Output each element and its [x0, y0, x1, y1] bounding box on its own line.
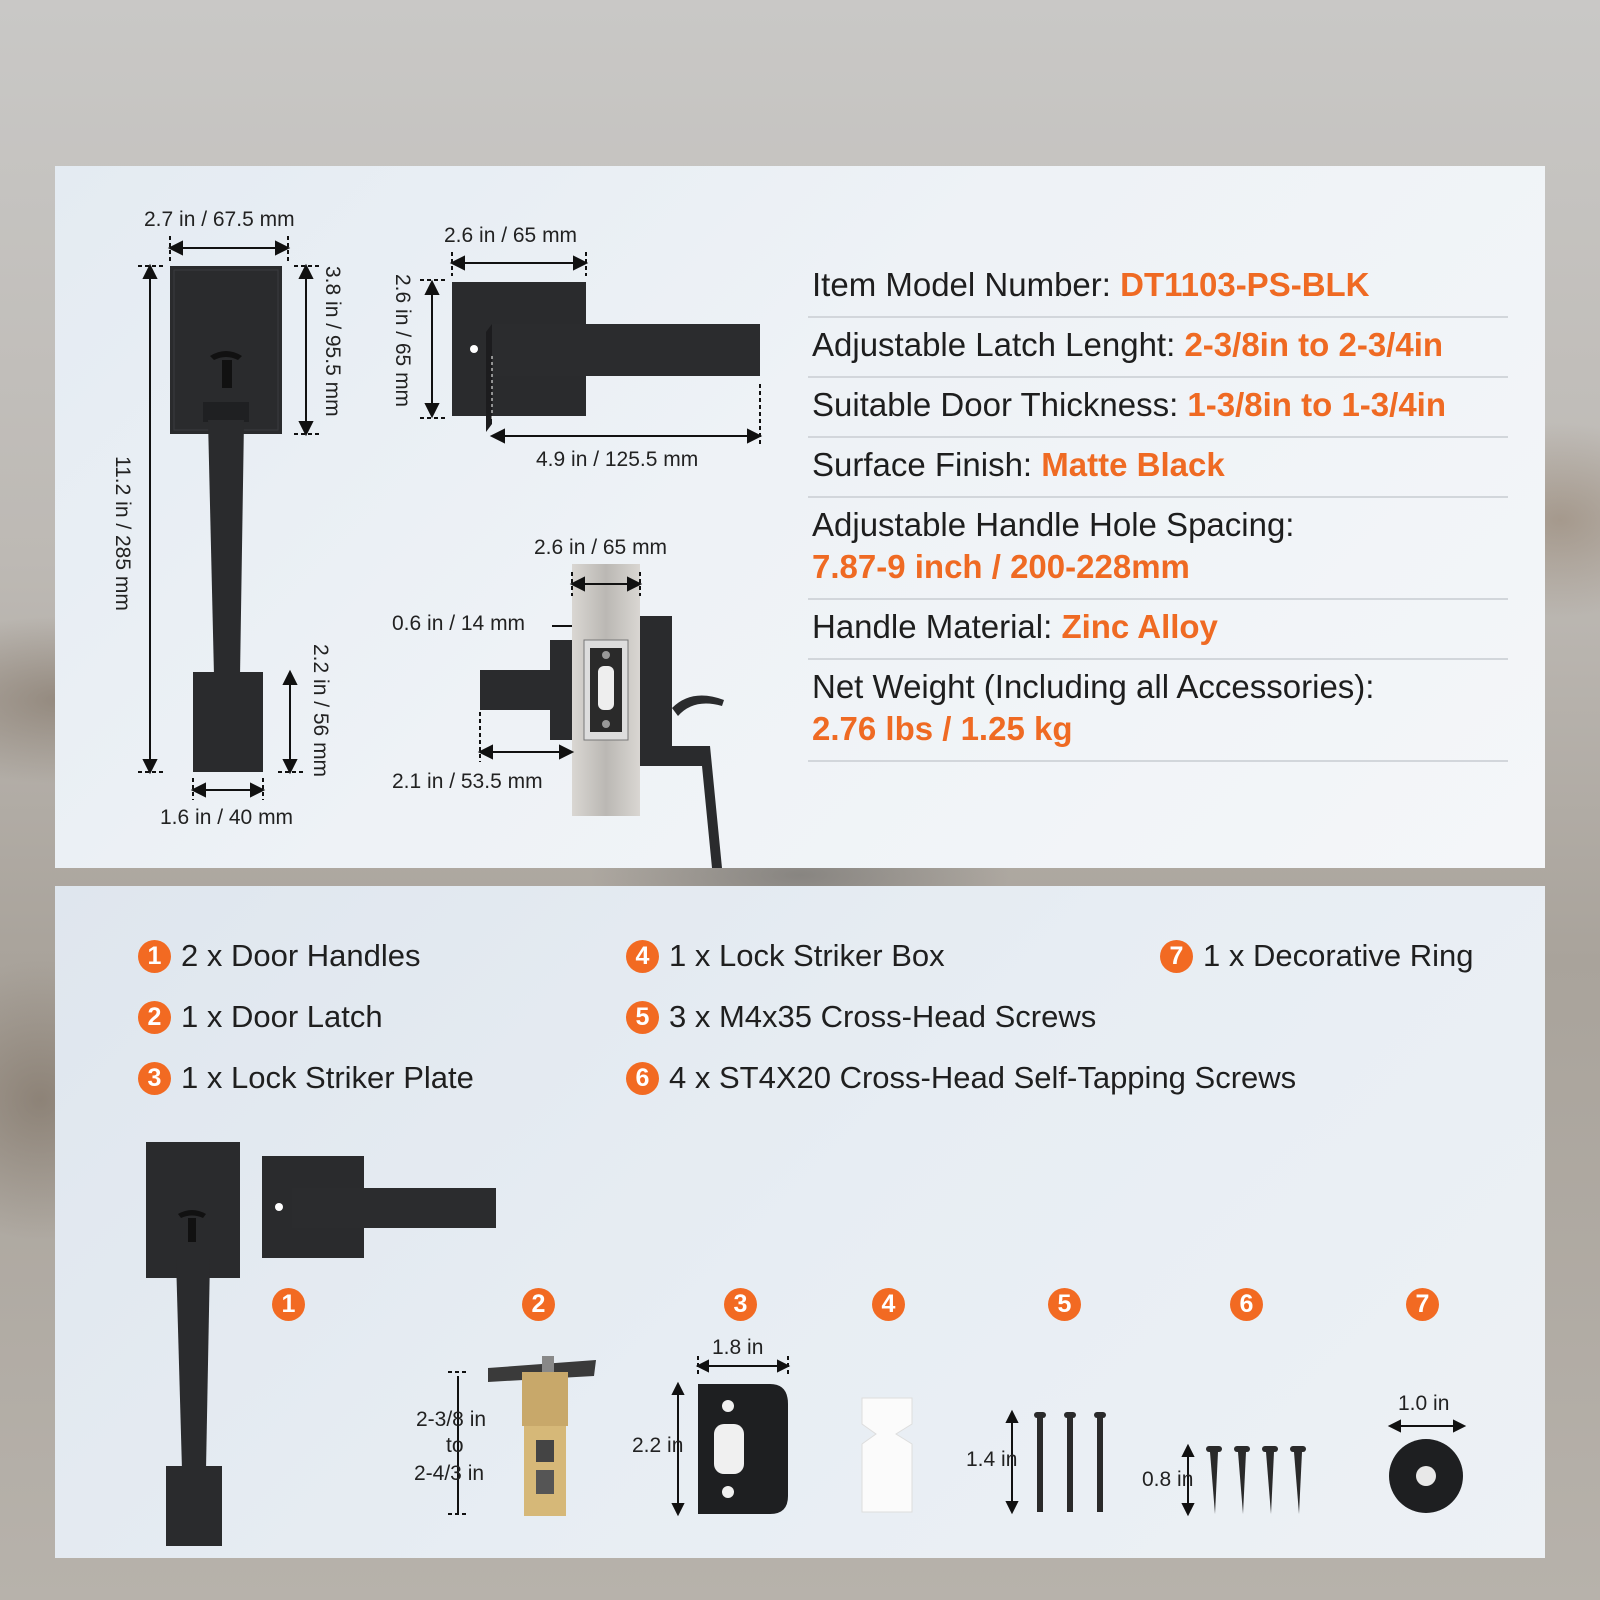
dim-latch-max: 2-4/3 in	[414, 1462, 485, 1485]
badge-6: 6	[1230, 1288, 1263, 1321]
dim-rose-width: 2.6 in / 65 mm	[444, 224, 578, 247]
badge-7: 7	[1406, 1288, 1439, 1321]
badge-5: 5	[1048, 1288, 1081, 1321]
dim-rose-depth: 0.6 in / 14 mm	[392, 612, 526, 635]
spec-door-thickness: Suitable Door Thickness: 1-3/8in to 1-3/…	[808, 378, 1508, 438]
spec-list: Item Model Number: DT1103-PS-BLK Adjusta…	[808, 258, 1508, 762]
dim-tapping-screw-length: 0.8 in	[1142, 1468, 1194, 1491]
dim-screw-length: 1.4 in	[966, 1448, 1018, 1471]
badge-3: 3	[724, 1288, 757, 1321]
dim-plate-width: 1.8 in	[712, 1336, 764, 1359]
spec-handle-material: Handle Material: Zinc Alloy	[808, 600, 1508, 660]
badge-2: 2	[522, 1288, 555, 1321]
dim-bottom-plate-width: 1.6 in / 40 mm	[160, 806, 294, 829]
dim-lever-length: 4.9 in / 125.5 mm	[536, 448, 699, 471]
spec-hole-spacing: Adjustable Handle Hole Spacing:7.87-9 in…	[808, 498, 1508, 600]
dim-latch-to: to	[446, 1434, 464, 1457]
dim-lever-projection: 2.1 in / 53.5 mm	[392, 770, 543, 793]
dim-plate-width: 2.7 in / 67.5 mm	[144, 208, 295, 231]
dim-latch-min: 2-3/8 in	[416, 1408, 487, 1431]
dim-plate-height: 2.2 in	[632, 1434, 684, 1457]
spec-net-weight: Net Weight (Including all Accessories):2…	[808, 660, 1508, 762]
dim-ring-diameter: 1.0 in	[1398, 1392, 1450, 1415]
spec-latch-length: Adjustable Latch Lenght: 2-3/8in to 2-3/…	[808, 318, 1508, 378]
badge-4: 4	[872, 1288, 905, 1321]
spec-surface-finish: Surface Finish: Matte Black	[808, 438, 1508, 498]
spec-model: Item Model Number: DT1103-PS-BLK	[808, 258, 1508, 318]
dim-door-thickness: 2.6 in / 65 mm	[534, 536, 668, 559]
badge-1: 1	[272, 1288, 305, 1321]
dimensions-panel	[55, 166, 1545, 868]
